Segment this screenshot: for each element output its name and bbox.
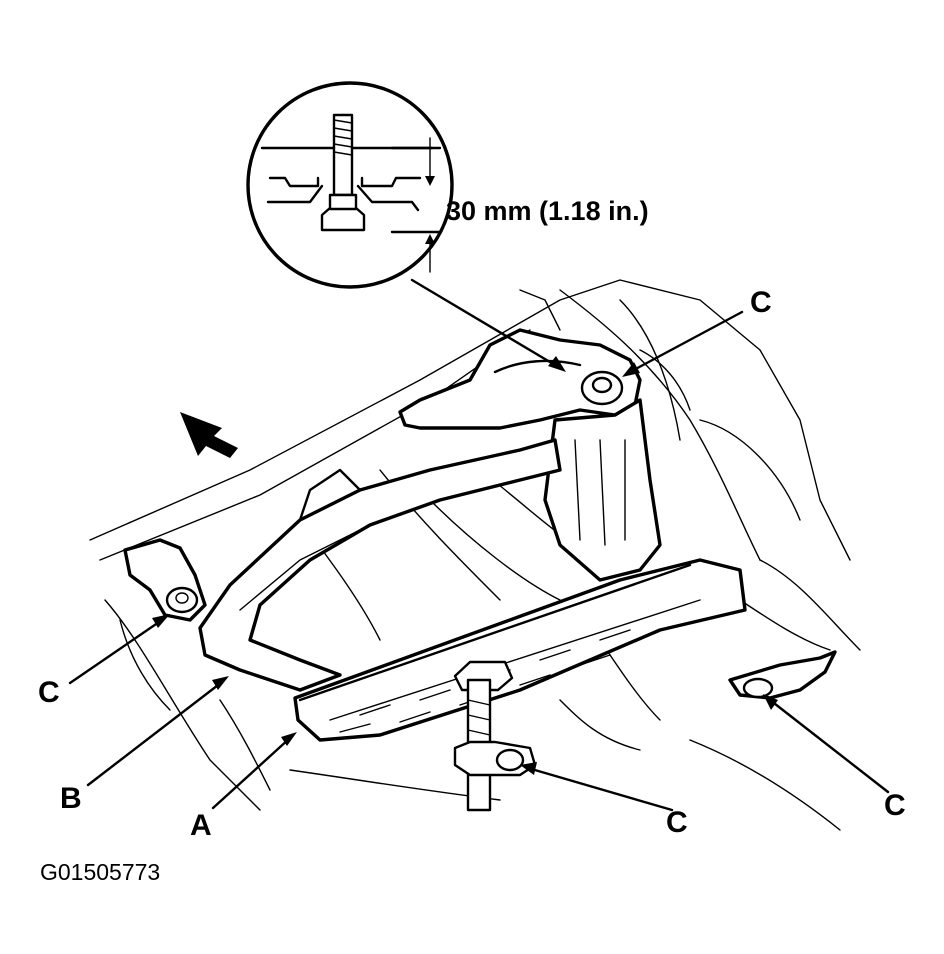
- figure-id: G01505773: [40, 859, 160, 885]
- callout-c-bottom: C: [666, 806, 688, 839]
- callout-b: B: [60, 782, 82, 815]
- lower-arm-frame-b: [198, 438, 562, 692]
- inset-leader: [410, 278, 566, 372]
- forward-arrow-icon: [180, 412, 238, 458]
- dimension-label: 30 mm (1.18 in.): [446, 196, 649, 226]
- right-lower-mount: [728, 650, 837, 700]
- center-bolt-assembly: [453, 660, 537, 812]
- left-front-mount: [123, 538, 207, 622]
- crossmember-a: [293, 558, 747, 742]
- callout-c-left: C: [38, 676, 60, 709]
- upper-mount-bracket: [398, 328, 642, 430]
- callout-leaders: [68, 310, 890, 812]
- bolt-detail-inset: 30 mm (1.18 in.): [246, 81, 649, 289]
- rear-support-leg: [543, 398, 662, 582]
- callout-a: A: [190, 809, 212, 842]
- callout-c-top: C: [750, 286, 772, 319]
- callout-c-right: C: [884, 789, 906, 822]
